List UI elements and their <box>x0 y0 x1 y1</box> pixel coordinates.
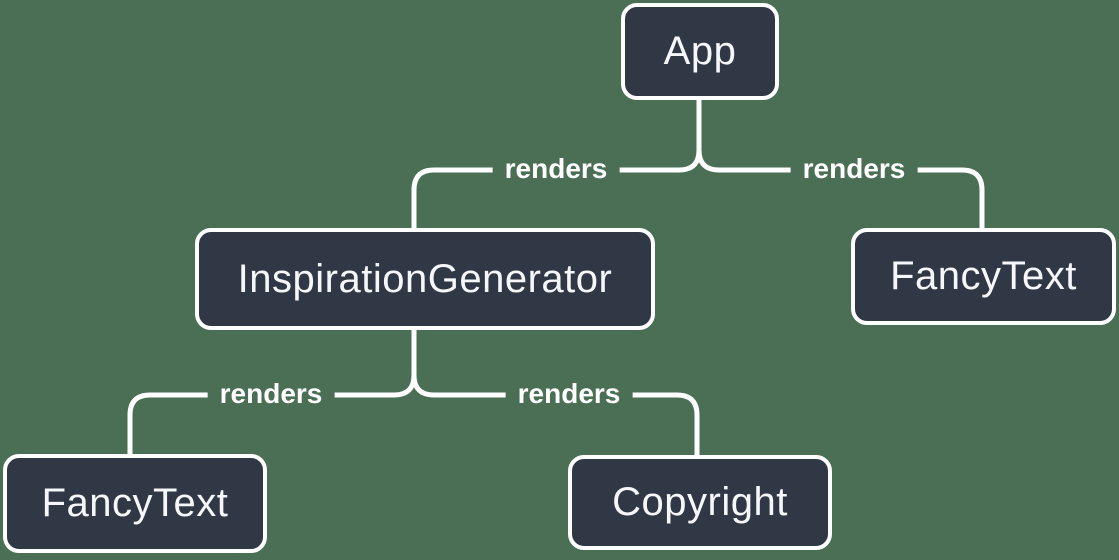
node-copyright-label: Copyright <box>612 480 788 524</box>
node-app-label: App <box>663 29 737 73</box>
edge-label-renders: renders <box>505 376 633 412</box>
node-fancy-text-right-label: FancyText <box>890 254 1077 298</box>
node-fancy-text-left-label: FancyText <box>41 481 229 525</box>
node-fancy-text-left: FancyText <box>3 454 267 553</box>
node-copyright: Copyright <box>568 455 832 550</box>
node-inspiration-generator-label: InspirationGenerator <box>237 256 613 301</box>
node-app: App <box>621 3 779 100</box>
node-inspiration-generator: InspirationGenerator <box>195 228 655 330</box>
edge-label-renders: renders <box>207 376 335 412</box>
edge-label-renders: renders <box>492 151 620 187</box>
node-fancy-text-right: FancyText <box>851 228 1116 325</box>
edge-label-renders: renders <box>790 151 918 187</box>
